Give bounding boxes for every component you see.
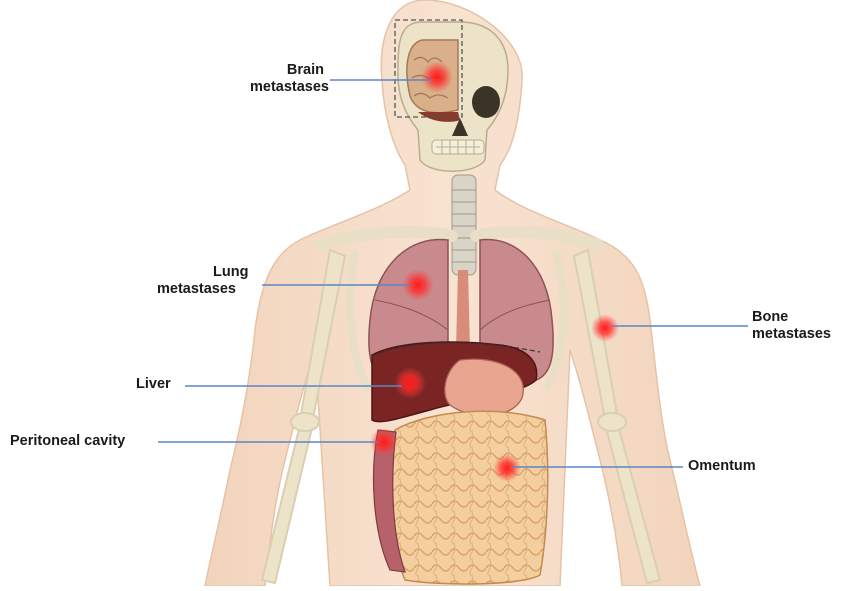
liver-label: Liver	[136, 376, 171, 393]
lung-label-line2: metastases	[157, 281, 257, 298]
brain-label-line1: Brain	[250, 62, 324, 79]
omentum-label: Omentum	[688, 458, 756, 475]
brain-label-line2: metastases	[250, 79, 324, 96]
metastasis-spot-bone	[591, 314, 619, 342]
peritoneal-cavity-label: Peritoneal cavity	[10, 433, 125, 450]
metastasis-spot-liver	[394, 367, 426, 399]
omentum-label-text: Omentum	[688, 458, 756, 475]
bone-label-line1: Bone	[752, 309, 852, 326]
bone-metastases-label: Bone metastases	[752, 309, 852, 343]
bone-label-line2: metastases	[752, 326, 852, 343]
peritoneal-label-text: Peritoneal cavity	[10, 433, 125, 450]
metastasis-spot-brain	[421, 61, 453, 93]
omentum-organ	[392, 411, 548, 584]
lung-metastases-label: Lung metastases	[157, 264, 257, 298]
metastasis-spot-omentum	[493, 454, 521, 482]
liver-label-text: Liver	[136, 376, 171, 393]
lung-label-line1: Lung	[157, 264, 257, 281]
brain-metastases-label: Brain metastases	[250, 62, 324, 96]
